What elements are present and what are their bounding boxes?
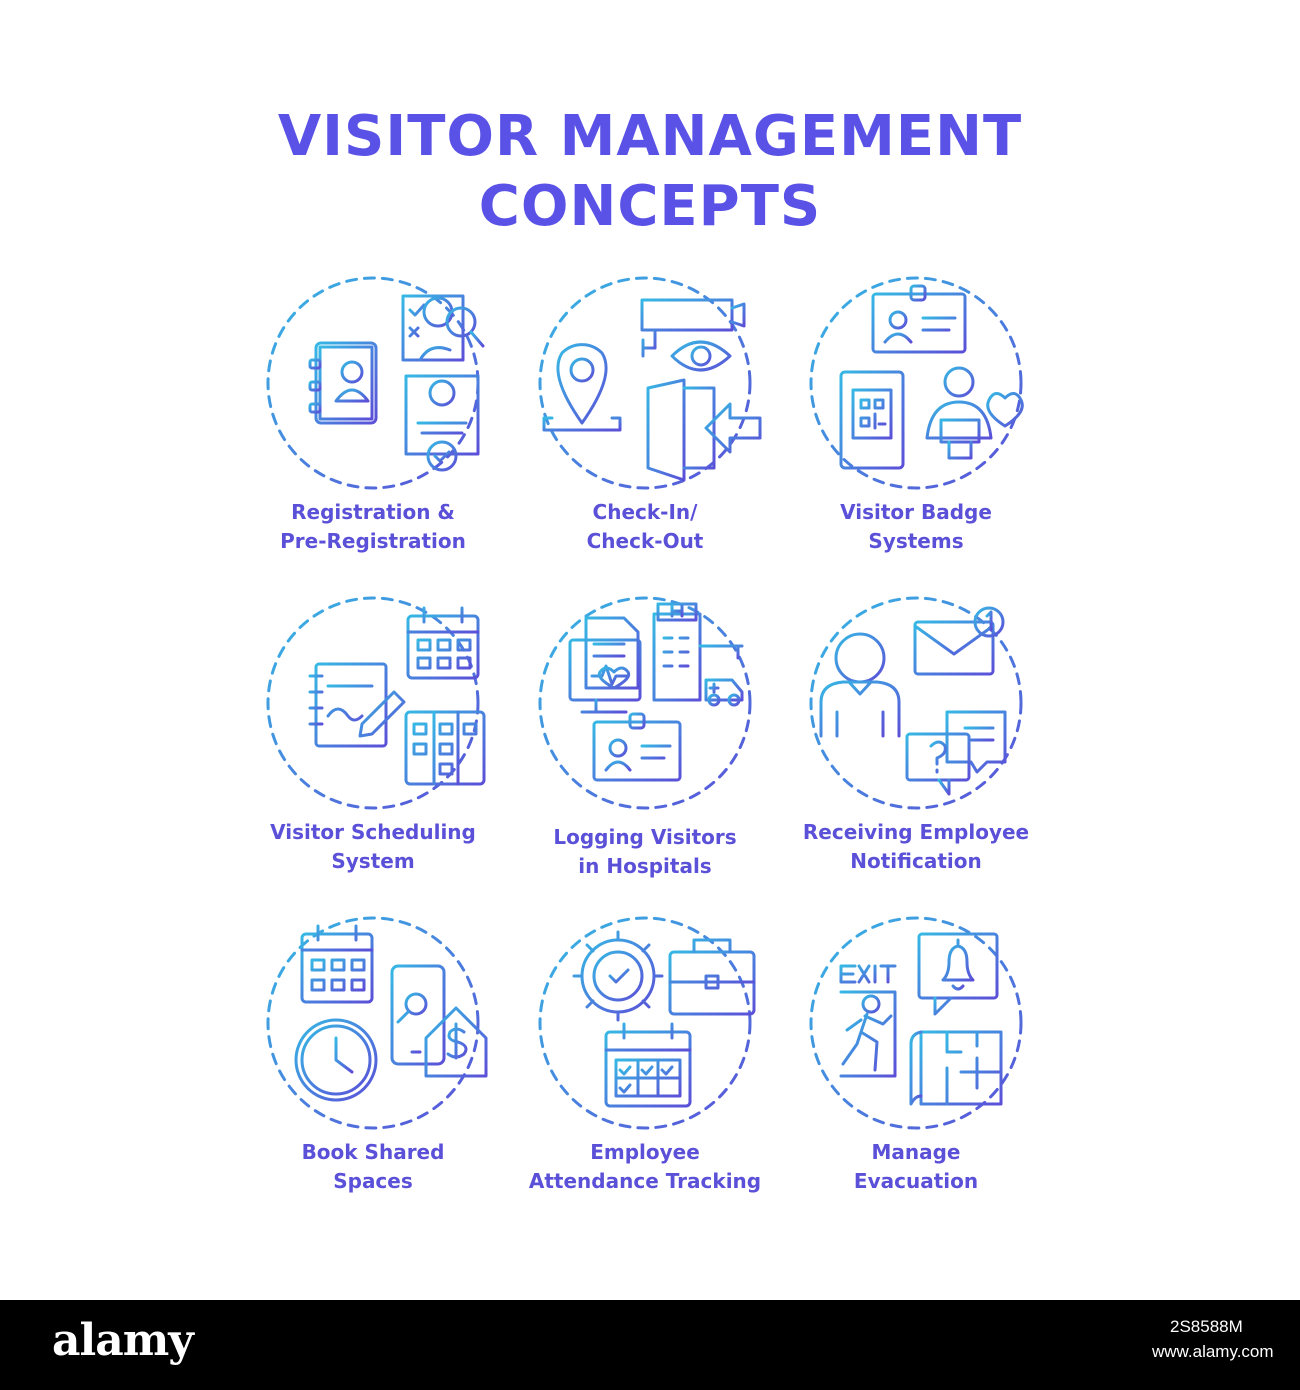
contact-book-icon [308,341,378,425]
hospital-building-icon [652,602,744,702]
concept-label-line2: in Hospitals [578,854,712,878]
briefcase-icon [668,938,756,1016]
phone-search-icon [390,964,446,1066]
person-heart-icon [925,366,1024,460]
concept-label-line1: Check-In/ [592,500,698,524]
exit-running-person-icon [819,964,897,1078]
door-enter-icon [646,378,762,482]
alamy-logo: alamy [52,1315,194,1366]
id-badge-icon [592,712,682,782]
person-icon [819,632,901,738]
concept-label-line2: System [331,849,415,873]
concept-label-line2: Systems [868,529,964,553]
schedule-board-icon [404,710,486,786]
verified-id-card-icon [404,374,480,472]
qr-code-phone-icon [839,370,905,470]
ambulance-icon [704,678,744,707]
calendar-icon [300,924,374,1004]
footer-bar [0,1300,1300,1390]
concept-label-line2: Pre-Registration [280,529,466,553]
concept-label-line1: Registration & [291,500,455,524]
footer-url: www.alamy.com [1152,1342,1274,1361]
floor-plan-icon [909,1030,1003,1106]
dashed-ring [809,596,1023,810]
concept-label-line2: Check-Out [586,529,704,553]
concept-label-line2: Attendance Tracking [528,1169,762,1193]
wall-clock-icon [294,1018,378,1102]
alarm-bell-icon [917,932,999,1016]
house-dollar-icon [424,1006,488,1078]
location-pin-icon [542,343,622,432]
security-camera-icon [640,298,746,358]
concept-label-line1: Receiving Employee [802,820,1030,844]
dashed-ring [538,596,752,810]
concept-label-line1: Visitor Badge [840,500,992,524]
id-badge-icon [871,284,967,354]
page-title-line1: VISITOR MANAGEMENT [277,104,1023,169]
checklist-magnifier-icon [401,294,485,362]
image-code: 2S8588M [1170,1317,1243,1336]
calendar-check-icon [604,1022,692,1108]
gear-clock-icon [572,930,664,1022]
concept-label-line2: Spaces [333,1169,413,1193]
notepad-pencil-icon [308,662,406,748]
concept-label-line1: Visitor Scheduling [270,820,476,844]
dashed-ring [538,916,752,1130]
page-title-line2: CONCEPTS [478,174,822,239]
eye-icon [670,340,732,372]
dashed-ring [809,276,1023,490]
medical-records-icon [568,616,642,714]
concept-label-line1: Employee [590,1140,700,1164]
concept-label-line1: Logging Visitors [553,825,737,849]
dashed-ring [266,916,480,1130]
dashed-ring [538,276,752,490]
calendar-icon [406,606,480,680]
dashed-ring [809,916,1023,1130]
concept-label-line1: Book Shared [301,1140,445,1164]
concept-label-line1: Manage [871,1140,961,1164]
concept-label-line2: Notification [850,849,982,873]
concept-label-line2: Evacuation [853,1169,979,1193]
chat-bubbles-icon [905,710,1007,796]
envelope-notification-icon [913,606,1005,676]
dashed-ring [266,596,480,810]
